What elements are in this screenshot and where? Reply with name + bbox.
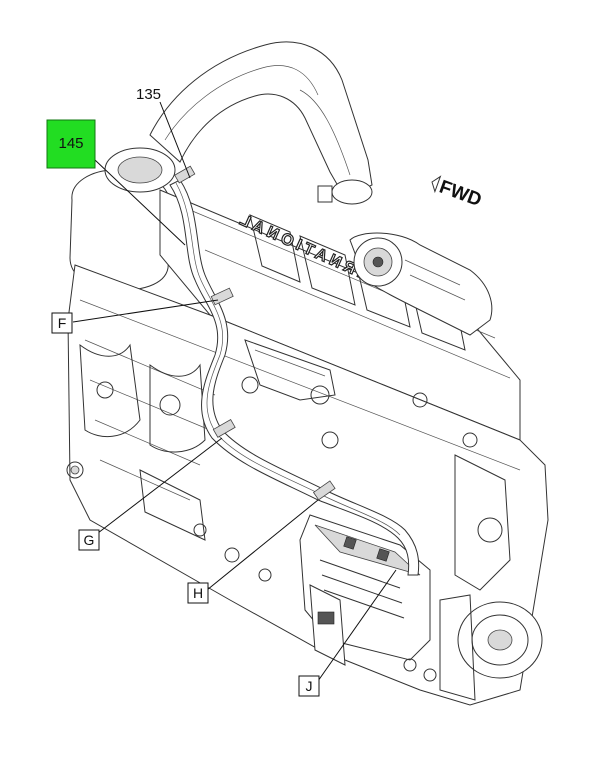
detail-f-label: F [58,315,67,331]
detail-g-box [78,529,100,551]
detail-j-box [298,675,320,697]
detail-h-callout: H [187,582,209,604]
detail-j-callout: J [298,675,320,697]
detail-g-callout: G [78,529,100,551]
part-number-145: 145 [58,135,83,152]
forward-label: FWD [436,177,484,212]
detail-j-label: J [306,678,313,694]
detail-g-label: G [84,532,95,548]
turbocharger [349,232,493,336]
front-cover [69,147,176,291]
forward-arrow-icon [431,175,442,194]
forward-indicator: FWD [431,175,484,212]
intake-duct [149,41,373,205]
detail-f-box [51,312,73,334]
compressor-inlet-hose [169,165,420,576]
callout-leaders [72,101,397,682]
callout-135: 135 [136,86,161,103]
detail-h-box [187,582,209,604]
detail-h-label: H [193,585,203,601]
part-number-135: 135 [136,86,161,103]
part-145-highlight-box[interactable] [46,119,96,169]
front-pulley [439,594,543,701]
callout-145[interactable]: 145 [46,119,96,169]
detail-f-callout: F [51,312,73,334]
